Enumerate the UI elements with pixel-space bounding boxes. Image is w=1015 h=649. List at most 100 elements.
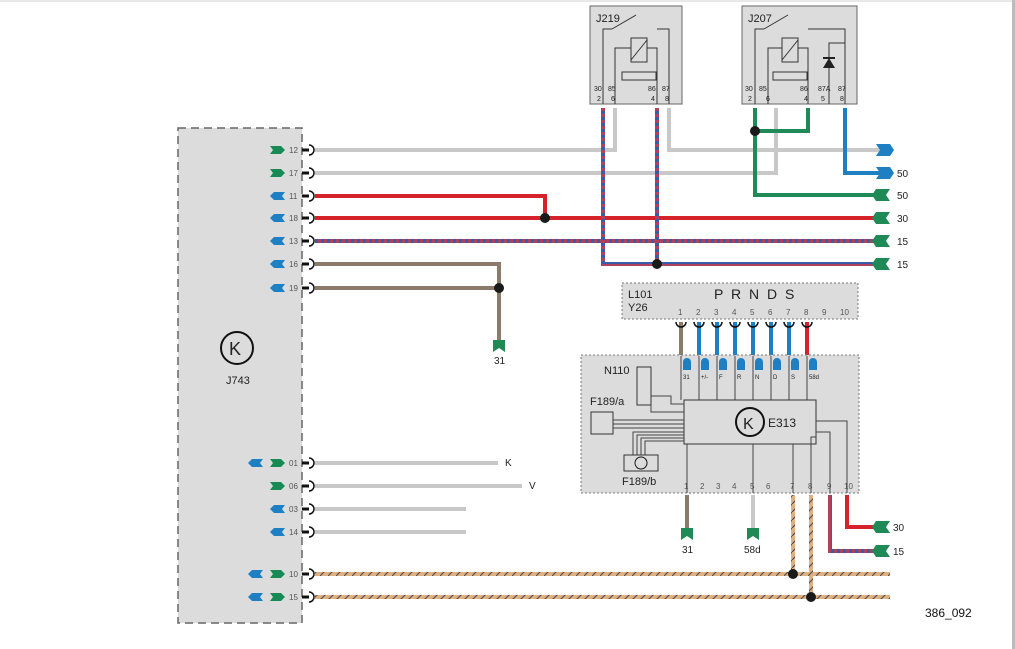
- junction: [788, 569, 798, 579]
- connector-icon: [683, 358, 691, 370]
- wire-e313-pin10: [845, 495, 880, 529]
- junction: [806, 592, 816, 602]
- connector-icon: [872, 521, 890, 533]
- f189a-label: F189/a: [590, 396, 625, 408]
- pin-socket-icon: [308, 457, 315, 469]
- j743-pin-label: 16: [289, 260, 298, 269]
- ground-connector-icon: [681, 528, 693, 540]
- selector-pin-label: 5: [750, 308, 755, 317]
- f189b-sensor-icon: [623, 454, 659, 472]
- e313-terminal-31: 31: [682, 545, 694, 556]
- j743-pin-label: 13: [289, 237, 298, 246]
- wire-green-50: [753, 108, 880, 197]
- junction: [750, 126, 760, 136]
- e313-pin-label: 10: [844, 482, 853, 491]
- j219-label: J219: [596, 13, 620, 25]
- pin-socket-icon: [308, 212, 315, 224]
- j219-term-86: 86: [648, 86, 656, 93]
- pin-socket-icon: [747, 321, 759, 328]
- connector-icon: [719, 358, 727, 370]
- wire-pin17: [315, 108, 778, 175]
- e313-input-label: 58d: [809, 375, 819, 381]
- connector-icon: [248, 593, 263, 601]
- scrollbar[interactable]: [1012, 0, 1015, 649]
- junction: [652, 259, 662, 269]
- j743-pin-label: 03: [289, 505, 298, 514]
- pin-socket-icon: [308, 235, 315, 247]
- j219-term-85: 85: [608, 86, 616, 93]
- connector-icon: [872, 212, 890, 224]
- pin-socket-icon: [308, 258, 315, 270]
- e313-pin-label: 3: [716, 482, 721, 491]
- connector-icon: [872, 545, 890, 557]
- connector-icon: [755, 358, 763, 370]
- connector-icon: [270, 459, 285, 467]
- j743-pin-label: 15: [289, 593, 298, 602]
- wire-blue-50: [843, 108, 880, 175]
- pin-socket-icon: [675, 321, 687, 328]
- n110-solenoid-icon: [636, 366, 652, 406]
- n110-label: N110: [604, 365, 629, 377]
- connector-icon: [872, 258, 890, 270]
- diode-icon: [823, 58, 835, 68]
- selector-id-l101: L101: [628, 289, 652, 301]
- e313-symbol: K: [743, 416, 754, 433]
- e313-pin-label: 5: [750, 482, 755, 491]
- j207-pin-6: 6: [766, 96, 770, 103]
- j743-pin-label: 10: [289, 570, 298, 579]
- pin-socket-icon: [308, 167, 315, 179]
- e313-terminal-15: 15: [893, 547, 905, 558]
- wire-e313-pin9: [828, 495, 880, 553]
- selector-pin-label: 10: [840, 308, 849, 317]
- figure-id: 386_092: [925, 606, 972, 620]
- j219-pin-6: 6: [611, 96, 615, 103]
- e313-input-label: D: [773, 375, 778, 381]
- pin-socket-icon: [783, 321, 795, 328]
- pin-socket-icon: [308, 144, 315, 156]
- connector-icon: [270, 169, 285, 177]
- j743-symbol: K: [229, 339, 241, 359]
- e313-input-label: S: [791, 375, 795, 381]
- selector-pin-label: 3: [714, 308, 719, 317]
- e313-pin-label: 4: [732, 482, 737, 491]
- e313-pin-label: 2: [700, 482, 705, 491]
- e313-input-label: N: [755, 375, 759, 381]
- terminal-label: 30: [897, 214, 909, 225]
- e313-input-label: R: [737, 375, 742, 381]
- connector-icon: [248, 459, 263, 467]
- e313-pin-label: 8: [808, 482, 813, 491]
- selector-pin-label: 9: [822, 308, 827, 317]
- connector-icon: [872, 189, 890, 201]
- junction: [494, 283, 504, 293]
- connector-icon: [270, 192, 285, 200]
- selector-pin-label: 6: [768, 308, 773, 317]
- pin-socket-icon: [765, 321, 777, 328]
- wire-pin11: [315, 194, 547, 218]
- connector-icon: [773, 358, 781, 370]
- connector-icon: [876, 167, 894, 179]
- wire-pin12: [315, 108, 617, 152]
- j743-pin-label: 06: [289, 482, 298, 491]
- j743-pin-label: 01: [289, 459, 298, 468]
- wire-pin16: [315, 262, 501, 340]
- j207-pin-4: 4: [804, 96, 808, 103]
- f189b-label: F189/b: [622, 476, 656, 488]
- line-end-k: K: [505, 458, 512, 469]
- j743-pin-label: 14: [289, 528, 298, 537]
- junction: [540, 213, 550, 223]
- selector-pin-label: 2: [696, 308, 701, 317]
- connector-icon: [270, 482, 285, 490]
- j207-term-87a: 87A: [818, 86, 831, 93]
- j219-pin-8: 8: [665, 96, 669, 103]
- j743-pin-label: 17: [289, 169, 298, 178]
- f189a-switch-icon: [590, 411, 614, 435]
- gear-positions: P R N D S: [714, 286, 796, 302]
- j219-term-87: 87: [662, 86, 670, 93]
- j207-term-30: 30: [745, 86, 753, 93]
- e313-pin-label: 1: [684, 482, 689, 491]
- e313-terminal-58d: 58d: [744, 545, 761, 556]
